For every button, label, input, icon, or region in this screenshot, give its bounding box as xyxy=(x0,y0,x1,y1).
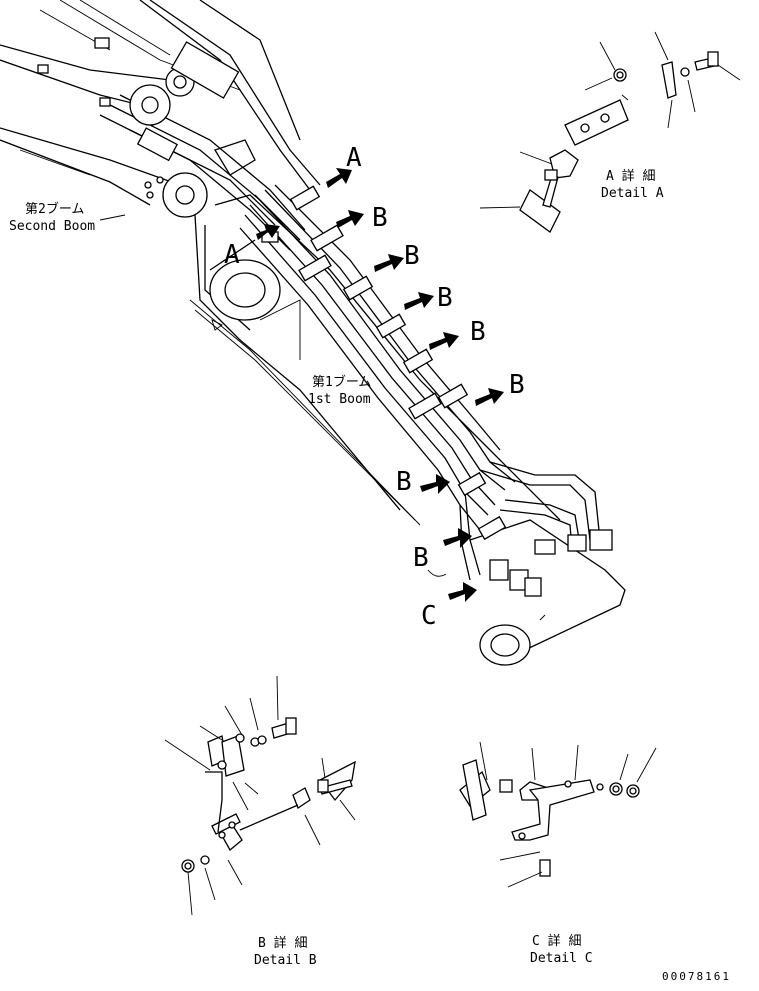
callout-b-label: B xyxy=(509,370,525,400)
first-boom-structure xyxy=(189,194,561,526)
first-boom-label-en: 1st Boom xyxy=(308,392,371,407)
detail-c-drawing xyxy=(459,741,657,888)
callout-letters: A A B B B B B B B C xyxy=(224,143,525,631)
callout-b-label: B xyxy=(404,241,420,271)
callout-arrow xyxy=(374,254,404,272)
detail-a-drawing xyxy=(479,31,741,233)
callout-c-label: C xyxy=(421,601,437,631)
callout-b-label: B xyxy=(396,467,412,497)
callout-arrow xyxy=(475,388,504,406)
detail-c-title-en: Detail C xyxy=(530,951,593,966)
boom-labels: 第2ブーム Second Boom 第1ブーム 1st Boom xyxy=(9,201,371,407)
second-boom-label-jp: 第2ブーム xyxy=(25,201,84,217)
detail-b-drawing xyxy=(164,675,356,916)
callout-a-label: A xyxy=(346,143,362,173)
callout-arrows xyxy=(256,168,504,602)
second-boom-label-en: Second Boom xyxy=(9,219,95,234)
callout-b-label: B xyxy=(437,283,453,313)
callout-arrow xyxy=(443,528,472,548)
callout-arrow xyxy=(429,332,459,350)
detail-c-title-jp: C 詳 細 xyxy=(532,933,581,949)
callout-b-label: B xyxy=(470,317,486,347)
callout-arrow xyxy=(404,292,434,310)
drawing-number: 00078161 xyxy=(662,970,731,983)
callout-arrow xyxy=(336,210,364,228)
boom-foot xyxy=(469,519,626,666)
callout-arrow xyxy=(420,474,450,494)
detail-b-title-en: Detail B xyxy=(254,953,317,968)
callout-arrow xyxy=(256,224,280,240)
callout-b-label: B xyxy=(372,203,388,233)
first-boom-label-jp: 第1ブーム xyxy=(312,374,371,390)
clamps xyxy=(261,185,507,541)
detail-a-title-jp: A 詳 細 xyxy=(606,168,655,184)
hydraulic-lines xyxy=(239,184,601,581)
detail-a-title-en: Detail A xyxy=(601,186,664,201)
callout-b-label: B xyxy=(413,543,429,573)
callout-a-label: A xyxy=(224,240,240,270)
callout-arrow xyxy=(326,168,352,188)
second-boom-structure xyxy=(0,0,321,251)
detail-b-title-jp: B 詳 細 xyxy=(258,935,307,951)
callout-arrow xyxy=(448,582,477,602)
